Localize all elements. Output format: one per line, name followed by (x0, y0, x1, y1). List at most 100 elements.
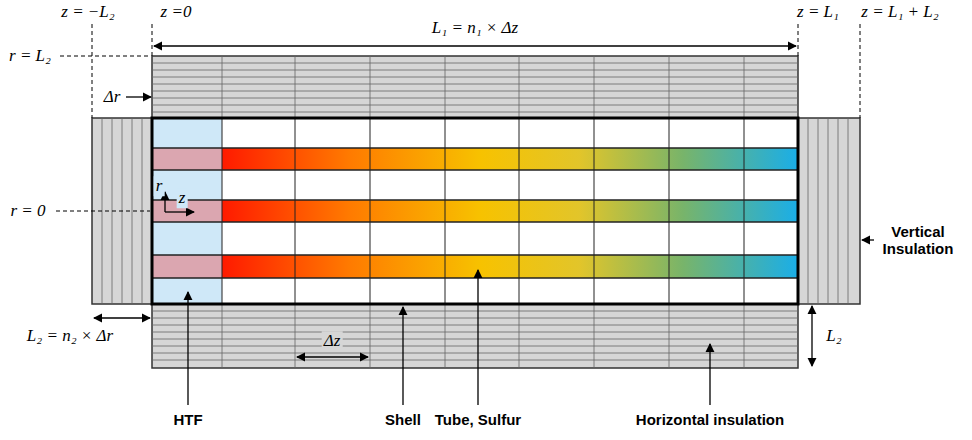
position-label: z = L₁ + L₂ (861, 2, 938, 22)
insulation-block (798, 118, 860, 304)
axial-grid-line (370, 56, 371, 118)
shell (152, 118, 798, 304)
part-label: Shell (385, 411, 421, 428)
grid-line (838, 118, 839, 304)
grid-line (818, 118, 819, 304)
dimension-arrow (154, 45, 796, 46)
htf-region (152, 118, 222, 304)
part-label: HTF (173, 411, 202, 428)
vertical-insulation (798, 118, 860, 304)
part-label: Horizontal insulation (636, 411, 784, 428)
dimension-arrows (94, 46, 874, 405)
dashed-line (798, 24, 799, 56)
axis-arrow (165, 211, 194, 212)
grid-line (808, 118, 809, 304)
axial-grid-line (295, 56, 296, 118)
dimension-label: Δz (322, 331, 343, 351)
axial-grid-line (669, 304, 670, 368)
axis-arrow (164, 192, 165, 212)
axial-grid-line (669, 118, 670, 304)
tube-wall (152, 254, 798, 255)
leader-arrow (126, 96, 151, 97)
dashed-line (152, 24, 153, 56)
tube-sulfur (222, 255, 798, 278)
tube-wall (152, 169, 798, 170)
horizontal-insulation (152, 56, 798, 118)
core-ground (152, 118, 798, 304)
axial-grid-line (222, 56, 223, 118)
axial-grid-line (295, 304, 296, 368)
tube-sulfur (222, 200, 798, 222)
grid-line (132, 118, 133, 304)
tube-htf-part (152, 255, 222, 278)
dimension-arrow (811, 306, 812, 366)
position-label: r = 0 (10, 201, 45, 221)
dashed-line (92, 24, 93, 118)
grid-line (828, 118, 829, 304)
storage-core (152, 118, 798, 304)
dashed-line (860, 24, 861, 118)
position-label: z =0 (161, 2, 192, 22)
axial-grid-line (445, 56, 446, 118)
radial-grid-line (152, 63, 798, 64)
dimension-label: L₂ (826, 326, 841, 346)
radial-grid-line (152, 105, 798, 106)
position-label: z = L₁ (797, 2, 839, 22)
tube-wall (152, 221, 798, 222)
horizontal-insulation (152, 304, 798, 368)
radial-grid-line (152, 325, 798, 326)
radial-grid-line (152, 70, 798, 71)
tube-wall (152, 277, 798, 278)
radial-grid-line (152, 353, 798, 354)
axial-grid-line (744, 304, 745, 368)
tube-wall (152, 199, 798, 200)
dimension-label: Δr (104, 87, 121, 107)
axis-label: z (177, 188, 188, 208)
dashed-line (56, 211, 150, 212)
axial-grid-line (222, 304, 223, 368)
insulation-block (152, 56, 798, 118)
axial-grid-line (222, 118, 223, 304)
dimension-label: L₂ = n₂ × Δr (27, 326, 113, 346)
radial-grid-line (152, 332, 798, 333)
leader-arrow (187, 292, 188, 405)
radial-grid-line (152, 339, 798, 340)
axis-label: r (154, 176, 165, 196)
dimension-label: L₁ = n₁ × Δz (432, 18, 518, 38)
radial-grid-line (152, 77, 798, 78)
leader-arrow (862, 239, 874, 240)
reference-lines (56, 24, 860, 211)
leader-arrow (402, 307, 403, 405)
axial-grid-line (744, 118, 745, 304)
axial-grid-line (445, 304, 446, 368)
axial-grid-line (295, 118, 296, 304)
axial-grid-line (445, 118, 446, 304)
axial-grid-line (370, 118, 371, 304)
tube-sulfur (222, 148, 798, 170)
tube-wall (152, 147, 798, 148)
axial-grid-line (594, 118, 595, 304)
axial-grid-line (519, 118, 520, 304)
position-label: z = −L₂ (61, 2, 114, 22)
axial-grid-line (594, 56, 595, 118)
radial-grid-line (152, 346, 798, 347)
radial-grid-line (152, 360, 798, 361)
radial-grid-line (152, 318, 798, 319)
axial-grid-line (519, 56, 520, 118)
insulation-block (152, 304, 798, 368)
radial-grid-line (152, 311, 798, 312)
dimension-arrow (297, 356, 368, 357)
part-label: Tube, Sulfur (435, 411, 521, 428)
radial-grid-line (152, 98, 798, 99)
axial-grid-line (594, 304, 595, 368)
axial-grid-line (370, 304, 371, 368)
radial-grid-line (152, 84, 798, 85)
axial-grid-line (744, 56, 745, 118)
tube-htf-part (152, 148, 222, 170)
axial-grid-line (519, 304, 520, 368)
position-label: r = L₂ (9, 46, 51, 66)
radial-grid-line (152, 91, 798, 92)
axial-grid-line (669, 56, 670, 118)
